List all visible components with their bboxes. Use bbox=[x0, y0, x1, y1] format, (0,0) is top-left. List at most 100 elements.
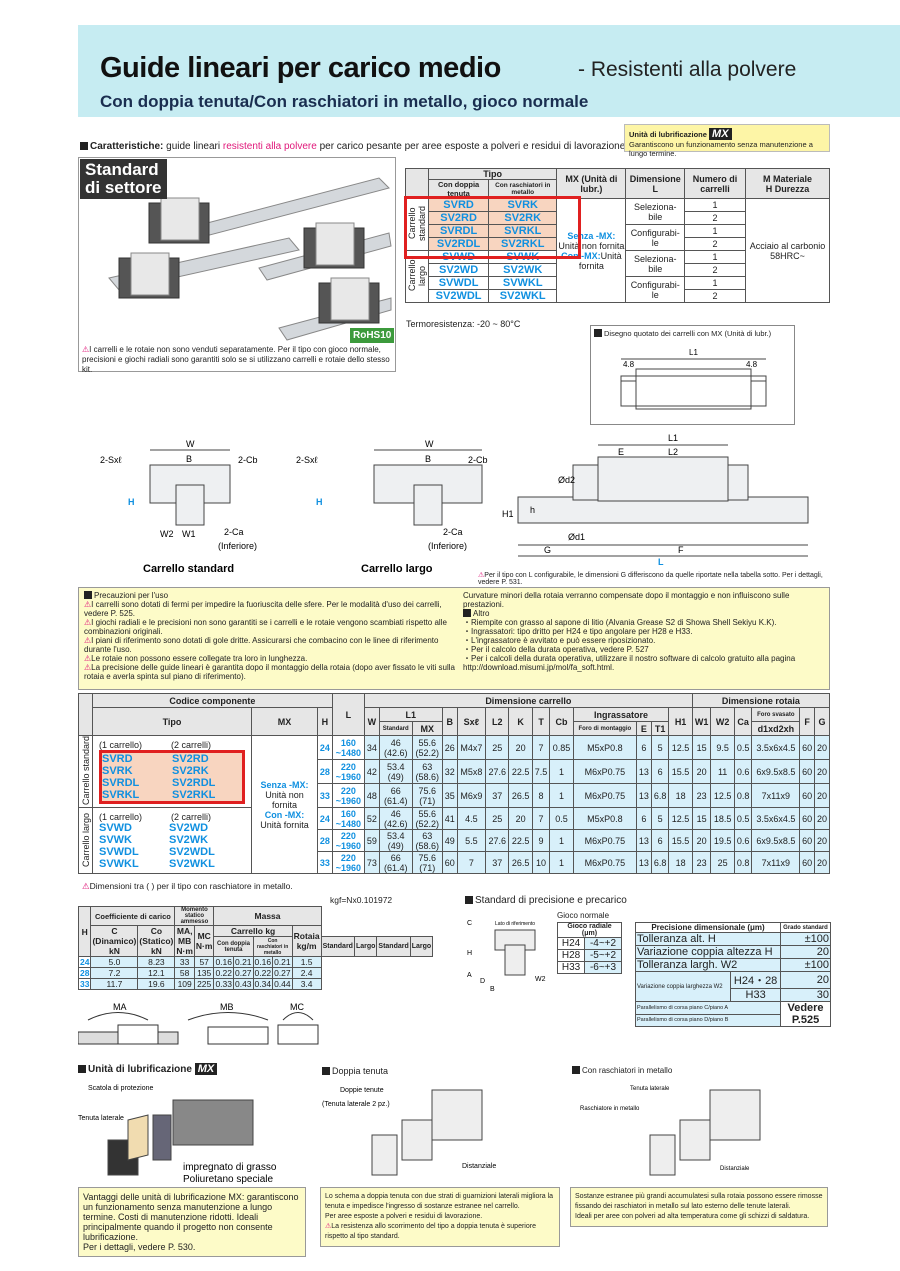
part-code[interactable]: SV2WDL bbox=[427, 289, 490, 303]
senza-label: Senza -MX: bbox=[260, 779, 309, 790]
tipo-header: Tipo bbox=[427, 168, 558, 180]
part-code[interactable]: SVWK bbox=[99, 833, 132, 846]
part-code[interactable]: SV2RD bbox=[427, 211, 490, 225]
load-value: 135 bbox=[193, 967, 215, 979]
part-code[interactable]: SV2WK bbox=[169, 833, 209, 846]
part-code[interactable]: SV2RKL bbox=[172, 788, 216, 801]
dim-value: 63 (58.6) bbox=[411, 829, 443, 853]
part-code[interactable]: SV2RD bbox=[172, 752, 209, 765]
var-w2-label: Variazione coppia larghezza W2 bbox=[634, 971, 732, 1002]
dim-value: 160 ~1480 bbox=[331, 807, 365, 831]
dim-value: 19.5 bbox=[710, 829, 735, 853]
dim-value: 52 bbox=[363, 807, 380, 831]
dim-value: 0.5 bbox=[733, 807, 753, 831]
sub-header: Standard bbox=[376, 936, 411, 957]
num-cell: 2 bbox=[683, 237, 747, 251]
part-code[interactable]: SVRDL bbox=[102, 776, 140, 789]
dim-value: 0.6 bbox=[733, 759, 753, 785]
header-band bbox=[78, 25, 900, 117]
part-code[interactable]: SV2WKL bbox=[169, 857, 215, 870]
part-code[interactable]: SVRD bbox=[102, 752, 133, 765]
part-code[interactable]: SVWDL bbox=[427, 276, 490, 290]
gioco-row: H28-5~+2 bbox=[556, 949, 622, 962]
group-label: Carrello standard bbox=[78, 734, 93, 809]
part-code[interactable]: SV2RDL bbox=[172, 776, 216, 789]
part-code[interactable]: SVWDL bbox=[99, 845, 139, 858]
part-code[interactable]: SV2WKL bbox=[488, 289, 558, 303]
b-label: B bbox=[186, 454, 192, 464]
dim-value: 18.5 bbox=[710, 807, 735, 831]
part-code[interactable]: SVWD bbox=[99, 821, 132, 834]
one-label: (1 carrello) bbox=[99, 739, 143, 750]
dim-value: 13 bbox=[635, 783, 652, 809]
warning-icon: ⚠ bbox=[84, 654, 92, 663]
other-column: Curvature minori della rotaia verranno c… bbox=[463, 591, 825, 672]
load-value: 12.1 bbox=[137, 967, 176, 979]
part-code[interactable]: SV2WD bbox=[169, 821, 209, 834]
load-value: 0.27 bbox=[272, 967, 293, 979]
part-code[interactable]: SV2RK bbox=[172, 764, 209, 777]
part-code[interactable]: SV2WK bbox=[488, 263, 558, 277]
load-value: 0.43 bbox=[232, 978, 254, 990]
group-label: Carrello largo bbox=[78, 807, 93, 875]
dim-value: M6xP0.75 bbox=[572, 851, 637, 875]
part-code[interactable]: SV2RKL bbox=[488, 237, 558, 251]
scatola-label: Scatola di protezione bbox=[88, 1085, 153, 1092]
header-row: Gioco radiale (μm) bbox=[557, 922, 622, 938]
ca-header: Ca bbox=[733, 707, 753, 736]
gioco-size: H33 bbox=[556, 961, 586, 974]
load-value: 8.23 bbox=[137, 956, 176, 968]
other-item: ・Ingrassatori: tipo dritto per H24 e tip… bbox=[463, 627, 693, 636]
dim-value: 220 ~1960 bbox=[331, 829, 365, 853]
precautions-title: Precauzioni per l'uso bbox=[94, 591, 169, 600]
sub-header: Largo bbox=[409, 936, 434, 957]
gioco-size: H28 bbox=[556, 949, 586, 962]
dim-value: 37 bbox=[485, 851, 510, 875]
load-value: 58 bbox=[174, 967, 195, 979]
num-cell: 1 bbox=[683, 276, 747, 290]
dim-value: 0.8 bbox=[733, 851, 753, 875]
dim-value: 7 bbox=[531, 807, 551, 831]
d-label: D bbox=[480, 978, 485, 985]
part-code[interactable]: SV2RDL bbox=[427, 237, 490, 251]
part-code[interactable]: SVWKL bbox=[99, 857, 139, 870]
dim-value: 6 bbox=[635, 807, 652, 831]
dim-value: 18 bbox=[668, 783, 693, 809]
grade-header: Grado standard bbox=[780, 922, 831, 933]
precaution-text: Le rotaie non possono essere collegate t… bbox=[91, 654, 308, 663]
part-code[interactable]: SVRKL bbox=[488, 224, 558, 238]
load-value: 7.2 bbox=[90, 967, 139, 979]
precision-value: ±100 bbox=[780, 958, 831, 972]
rasch-item: Ideali per aree con polveri ad alta temp… bbox=[575, 1213, 810, 1220]
group-name: Carrello largo bbox=[80, 812, 91, 867]
dim-value: 0.85 bbox=[549, 734, 574, 761]
load-value: 0.27 bbox=[232, 967, 254, 979]
dim-value: 60 bbox=[799, 851, 816, 875]
con-text: Unità fornita bbox=[578, 250, 622, 271]
load-value: 28 bbox=[77, 967, 92, 979]
part-code[interactable]: SVRK bbox=[102, 764, 133, 777]
num-cell: 1 bbox=[683, 224, 747, 238]
distanziale-label: Distanziale bbox=[720, 1166, 750, 1172]
load-value: 33 bbox=[174, 956, 195, 968]
part-code[interactable]: SV2WD bbox=[427, 263, 490, 277]
part-code[interactable]: SV2WDL bbox=[169, 845, 215, 858]
dim-value: 12.5 bbox=[668, 734, 693, 761]
part-code[interactable]: SVRDL bbox=[427, 224, 490, 238]
rohs-badge: RoHS10 bbox=[350, 328, 395, 343]
doppia-item: Lo schema a doppia tenuta con due strati… bbox=[325, 1193, 554, 1210]
cb-label: 2-Cb bbox=[238, 455, 258, 465]
header-row: Precisione dimensionale (μm)Grado standa… bbox=[634, 922, 831, 933]
vedere-label: Vedere bbox=[787, 1002, 824, 1014]
part-code[interactable]: SVWKL bbox=[488, 276, 558, 290]
dim-value: 60 bbox=[799, 829, 816, 853]
part-code[interactable]: SVRKL bbox=[102, 788, 140, 801]
page-ref[interactable]: P.525 bbox=[791, 1014, 820, 1026]
dim-value: 20 bbox=[814, 734, 830, 761]
